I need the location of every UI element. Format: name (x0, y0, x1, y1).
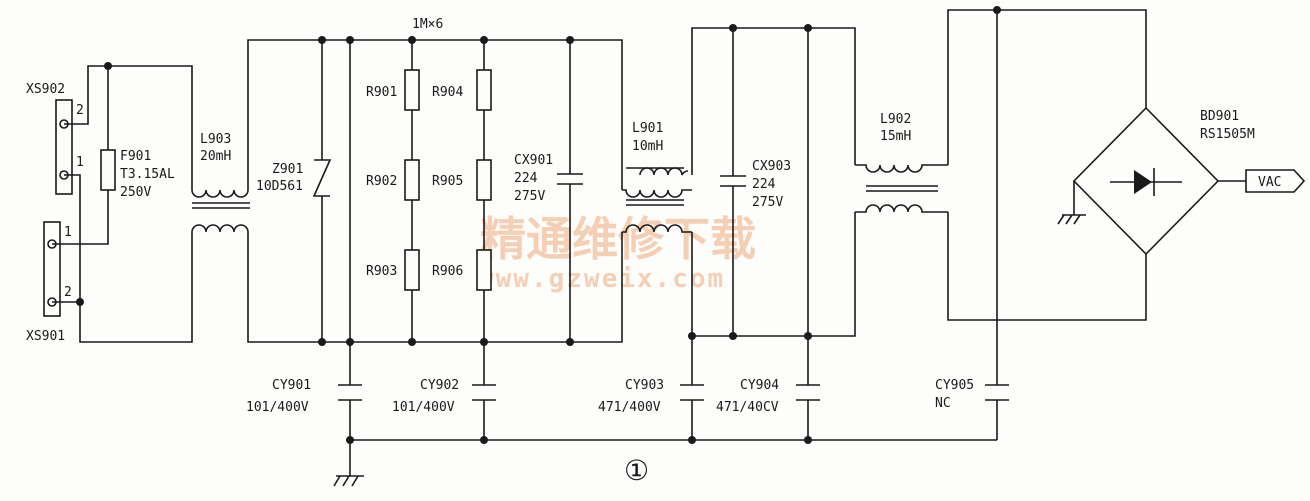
bridge-rectifier-bd901 (1057, 106, 1220, 256)
watermark-chinese: 精通维修下载 (480, 212, 756, 266)
fuse-ref: F901 (120, 149, 151, 164)
section-marker: ① (624, 454, 649, 487)
cy904-ref: CY904 (740, 378, 779, 393)
inductor-l903 (191, 189, 250, 233)
cy902-value: 101/400V (392, 400, 455, 415)
cx901-voltage: 275V (514, 189, 545, 204)
cx901-value: 224 (514, 171, 538, 186)
cx903-voltage: 275V (752, 195, 783, 210)
resistor-bank-label: 1M×6 (412, 17, 443, 32)
connector-xs902 (55, 99, 73, 195)
xs901-pin-1: 1 (64, 225, 72, 240)
fuse-f901 (100, 149, 116, 191)
l902-value: 15mH (880, 129, 911, 144)
cy901-value: 101/400V (246, 400, 309, 415)
resistor-r904 (476, 69, 492, 111)
r904-label: R904 (432, 85, 463, 100)
resistor-r901 (404, 69, 420, 111)
cy905-ref: CY905 (935, 378, 974, 393)
cy905-value: NC (935, 396, 951, 411)
connector-xs901 (43, 221, 61, 317)
r902-label: R902 (366, 174, 397, 189)
z901-value: 10D561 (256, 179, 303, 194)
resistor-r906 (476, 249, 492, 291)
z901-ref: Z901 (272, 162, 303, 177)
watermark-url: www.gzweix.com (478, 264, 725, 294)
xs902-pin-1: 1 (76, 155, 84, 170)
resistor-r905 (476, 159, 492, 201)
l903-ref: L903 (200, 132, 231, 147)
l901-ref: L901 (632, 121, 663, 136)
xs901-label: XS901 (26, 329, 65, 344)
r903-label: R903 (366, 264, 397, 279)
cy903-ref: CY903 (625, 378, 664, 393)
junction-dots (318, 6, 1001, 444)
xs901-pin-2: 2 (64, 285, 72, 300)
fuse-value: T3.15AL (120, 167, 175, 182)
fuse-rating: 250V (120, 185, 151, 200)
cy903-value: 471/400V (598, 400, 661, 415)
vac-output-tag (1245, 169, 1306, 193)
cy904-value: 471/40CV (716, 400, 779, 415)
cy901-ref: CY901 (272, 378, 311, 393)
resistor-r902 (404, 159, 420, 201)
l902-ref: L902 (880, 112, 911, 127)
l901-value: 10mH (632, 139, 663, 154)
cx901-ref: CX901 (514, 153, 553, 168)
cx903-value: 224 (752, 177, 776, 192)
r905-label: R905 (432, 174, 463, 189)
cy902-ref: CY902 (420, 378, 459, 393)
l903-value: 20mH (200, 149, 231, 164)
cx903-ref: CX903 (752, 159, 791, 174)
r906-label: R906 (432, 264, 463, 279)
xs902-pin-2: 2 (76, 103, 84, 118)
inductor-l902 (855, 164, 948, 213)
bd901-part: RS1505M (1200, 127, 1255, 142)
xs902-label: XS902 (26, 82, 65, 97)
r901-label: R901 (366, 85, 397, 100)
bd901-ref: BD901 (1200, 109, 1239, 124)
resistor-r903 (404, 249, 420, 291)
vac-label: VAC (1258, 175, 1281, 190)
inductor-l901 (622, 167, 692, 233)
